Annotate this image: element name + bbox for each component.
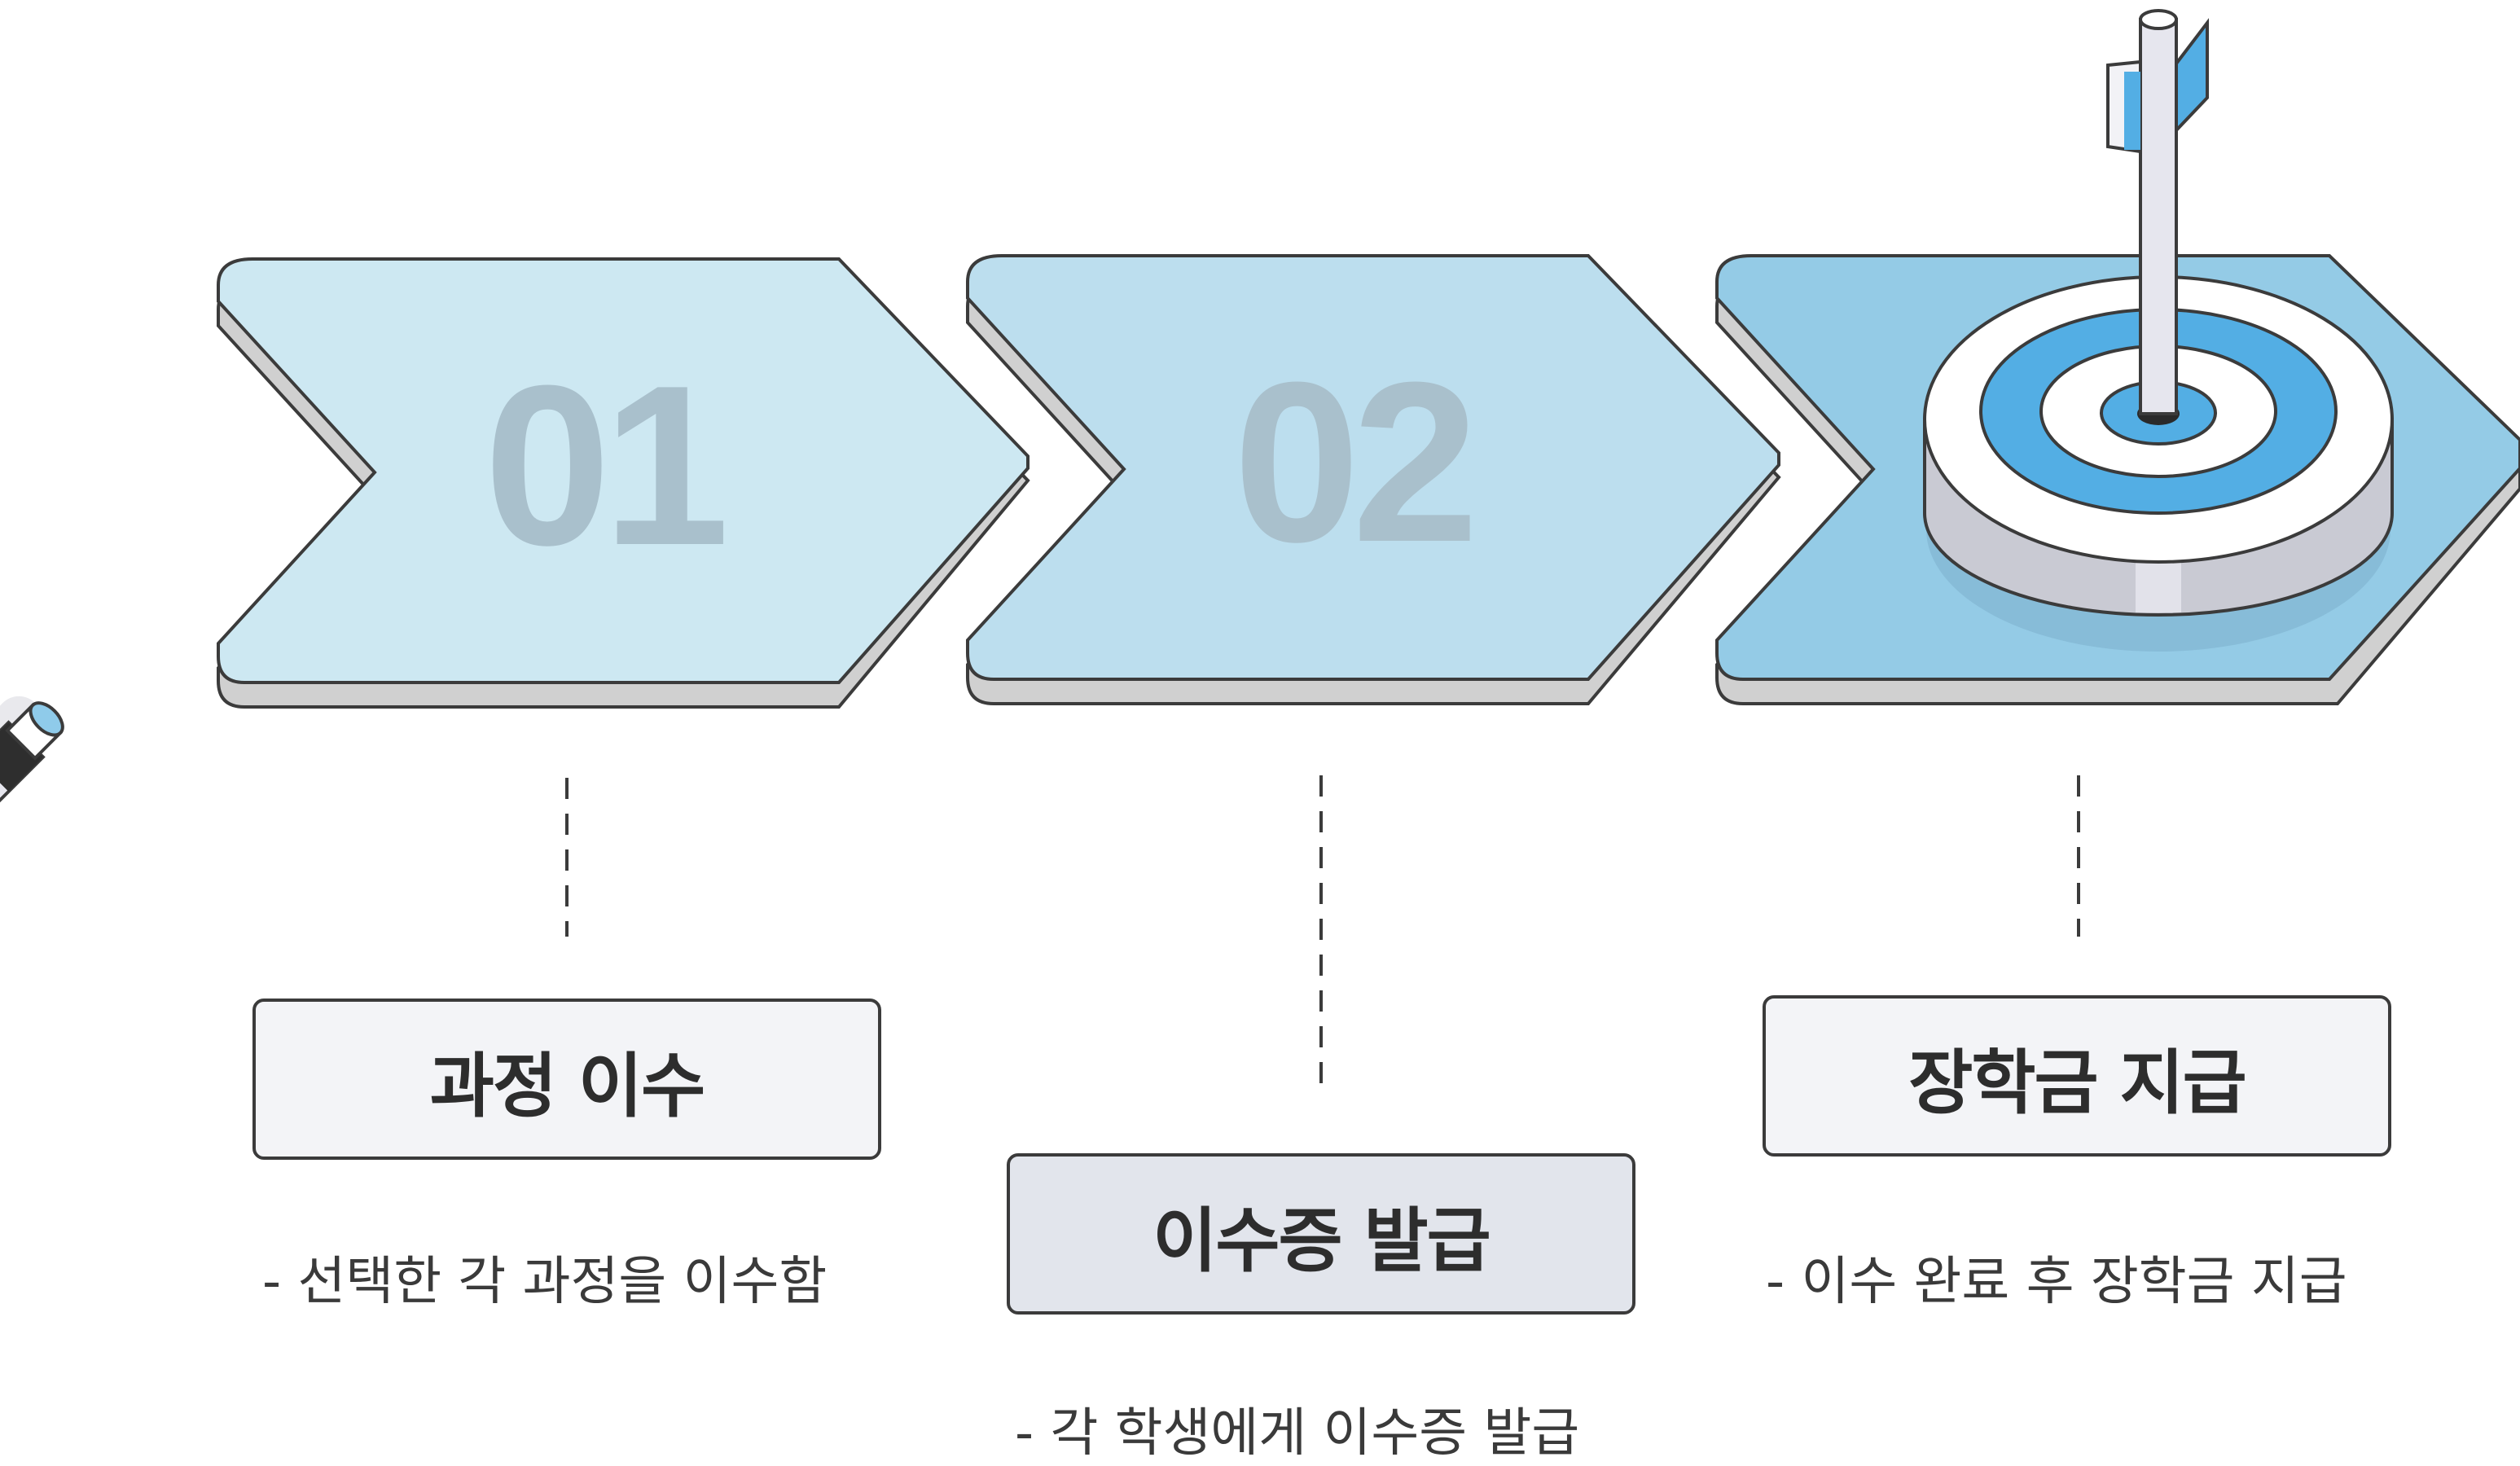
step-arrow-1: 01: [217, 257, 1030, 709]
flag-icon: [2106, 9, 2209, 415]
step-description-2: - 각 학생에게 이수증 발급: [1015, 1403, 1580, 1464]
target-icon: [1923, 275, 2394, 652]
step-label-3: 장학금 지급: [1763, 995, 2391, 1157]
pen-icon: [0, 696, 64, 1012]
step-description-3: - 이수 완료 후 장학금 지급: [1766, 1252, 2347, 1312]
step-description-1: - 선택한 각 과정을 이수함: [262, 1252, 828, 1312]
step-label-1: 과정 이수: [252, 999, 881, 1160]
step-number-2: 02: [1233, 336, 1473, 590]
step-label-2: 이수증 발급: [1007, 1153, 1635, 1315]
step-number-1: 01: [484, 339, 723, 593]
step-arrow-2: 02: [966, 254, 1781, 705]
